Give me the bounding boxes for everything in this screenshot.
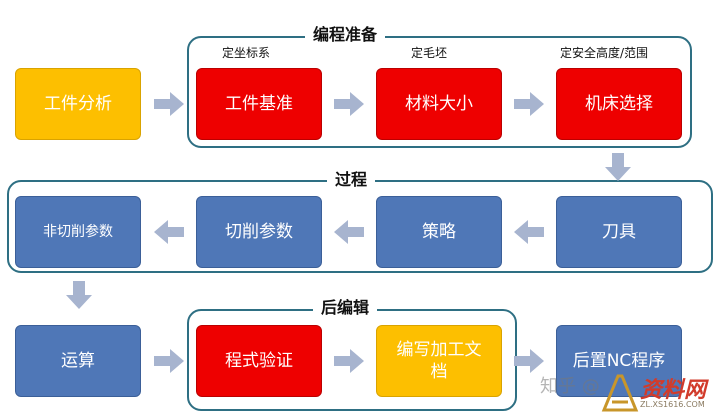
box-tool: 刀具 — [556, 196, 682, 268]
box-workpiece-datum: 工件基准 — [196, 68, 322, 140]
box-post-nc-program: 后置NC程序 — [556, 325, 682, 397]
arrow-docs-to-post-nc — [514, 349, 544, 373]
arrow-analysis-to-datum — [154, 92, 184, 116]
box-machine-selection: 机床选择 — [556, 68, 682, 140]
arrow-machine-to-tool — [605, 153, 631, 181]
arrow-cutting-to-noncutting — [154, 220, 184, 244]
arrow-strategy-to-cutting — [334, 220, 364, 244]
site-logo-text: 资料网 — [640, 378, 707, 403]
box-workpiece-analysis: 工件分析 — [15, 68, 141, 140]
box-computation: 运算 — [15, 325, 141, 397]
box-noncutting-params: 非切削参数 — [15, 196, 141, 268]
site-logo-url: ZL.XS1616.COM — [640, 400, 705, 409]
group-process-title: 过程 — [327, 170, 376, 190]
label-coordinate-system: 定坐标系 — [222, 46, 271, 60]
arrow-datum-to-material — [334, 92, 364, 116]
arrow-material-to-machine — [514, 92, 544, 116]
arrow-noncutting-to-computation — [66, 281, 92, 309]
group-post-title: 后编辑 — [313, 298, 378, 318]
box-strategy: 策略 — [376, 196, 502, 268]
box-material-size: 材料大小 — [376, 68, 502, 140]
box-program-verification: 程式验证 — [196, 325, 322, 397]
arrow-verification-to-docs — [334, 349, 364, 373]
arrow-tool-to-strategy — [514, 220, 544, 244]
label-blank: 定毛坯 — [411, 46, 448, 60]
box-cutting-params: 切削参数 — [196, 196, 322, 268]
arrow-computation-to-verification — [154, 349, 184, 373]
box-machining-docs: 编写加工文档 — [376, 325, 502, 397]
label-safe-height: 定安全高度/范围 — [560, 46, 649, 60]
site-logo-icon — [601, 374, 639, 412]
group-prep-title: 编程准备 — [305, 25, 386, 45]
zhihu-watermark: 知乎 @ — [540, 376, 600, 397]
group-prep-frame — [187, 36, 692, 148]
